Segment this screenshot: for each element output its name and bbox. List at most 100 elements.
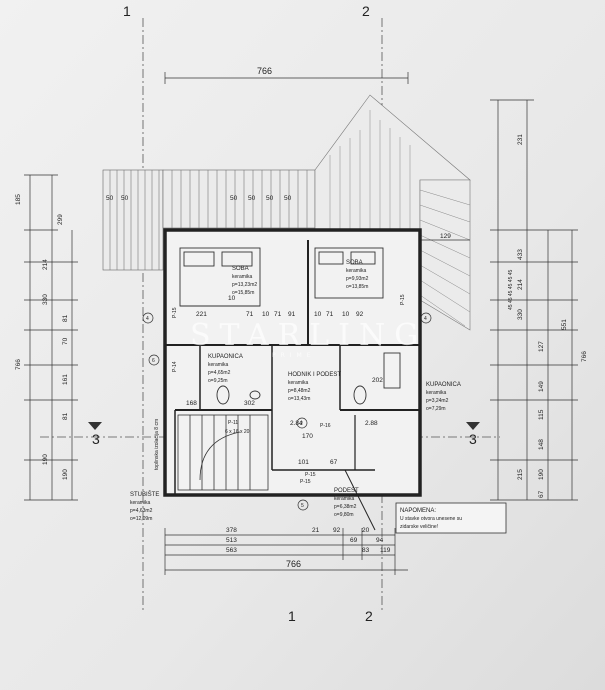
room-perimeter: o=13,85m	[346, 284, 368, 290]
dim-bottom-513: 513	[226, 537, 237, 544]
marker-4-label: 4	[146, 316, 149, 322]
note-line-1: U stavke otvora unesene su	[400, 516, 462, 522]
dim-right-7: 149	[538, 381, 545, 392]
roof-dim-5: 50	[266, 195, 274, 202]
dim-left-4: 330	[42, 294, 49, 305]
dim-right-9: 148	[538, 439, 545, 450]
roof-dim-3: 50	[230, 195, 238, 202]
dim-bottom-119: 119	[380, 547, 391, 554]
axis-label-bottom-1: 1	[288, 608, 296, 624]
room-podest: PODEST keramika p=6,38m2 o=9,80m	[334, 488, 359, 518]
section-label-left: 3	[92, 431, 100, 447]
dim-interior-5: 91	[288, 311, 296, 318]
insulation-note: toplinska izolacija 8 cm	[154, 419, 160, 470]
watermark: STARLING PRIME	[190, 318, 427, 359]
room-hodnik: HODNIK I PODEST keramika p=8,48m2 o=13,4…	[288, 372, 341, 402]
furniture	[179, 247, 401, 405]
room-name: KUPAONICA	[426, 382, 461, 388]
dim-left-10: 190	[62, 469, 69, 480]
marker-4b-label: 4	[424, 316, 427, 322]
room-floor: keramika	[232, 274, 253, 280]
note-line-2: zidarske veličine!	[400, 524, 438, 530]
dim-interior-1: 221	[196, 311, 207, 318]
room-area: p=8,48m2	[288, 388, 311, 394]
window-label-4: P-15	[300, 479, 311, 485]
dim-bottom-20: 20	[362, 527, 370, 534]
note-box: NAPOMENA: U stavke otvora unesene su zid…	[395, 502, 507, 534]
dim-bottom-378: 378	[226, 527, 237, 534]
marker-4: 4	[142, 312, 154, 324]
roof-dim-6: 50	[284, 195, 292, 202]
dim-interior-7: 71	[326, 311, 334, 318]
dim-interior-13: 302	[244, 400, 255, 407]
dim-interior-3: 10	[262, 311, 270, 318]
dim-right-11: 67	[538, 490, 545, 498]
room-stubiste: STUBIŠTE keramika p=4,63m2 o=12,09m	[130, 491, 159, 522]
dim-right-4: 330	[517, 309, 524, 320]
dim-left-5: 190	[42, 454, 49, 465]
dim-interior-14: 202	[372, 377, 383, 384]
dim-interior-6: 10	[314, 311, 322, 318]
dim-right-5: 215	[517, 469, 524, 480]
room-soba-2: SOBA keramika p=9,93m2 o=13,85m	[346, 260, 369, 290]
dim-bottom-92: 92	[333, 527, 341, 534]
dim-right-overall-a: 551	[561, 319, 568, 330]
room-soba-1: SOBA keramika p=13,23m2 o=15,85m	[232, 266, 257, 296]
roof-dim-4: 50	[248, 195, 256, 202]
room-perimeter: o=12,09m	[130, 516, 152, 522]
room-kupaonica-1: KUPAONICA keramika p=4,65m2 o=9,25m	[208, 354, 243, 384]
roof-left	[102, 169, 316, 271]
room-name: SOBA	[232, 266, 249, 272]
dim-bottom-69: 69	[350, 537, 358, 544]
dim-left-9: 81	[62, 412, 69, 420]
dim-interior-20: 10	[228, 295, 236, 302]
room-name: STUBIŠTE	[130, 491, 159, 498]
marker-5-label: 5	[301, 503, 304, 509]
room-floor: keramika	[288, 380, 309, 386]
dim-right-1: 231	[517, 134, 524, 145]
dim-right-10: 190	[538, 469, 545, 480]
room-floor: keramika	[346, 268, 367, 274]
dim-interior-19: 2.88	[365, 420, 378, 427]
dim-interior-16: 101	[298, 459, 309, 466]
dim-ridge-marks: 45 45 45 45 45 45	[508, 269, 514, 310]
window-label-2: P-15	[400, 294, 406, 305]
dim-right-2: 433	[517, 249, 524, 260]
dim-interior-9: 92	[356, 311, 364, 318]
dim-right-3: 214	[517, 279, 524, 290]
dim-left-3: 214	[42, 259, 49, 270]
window-label-3: P-14	[172, 361, 178, 372]
room-floor: keramika	[334, 496, 355, 502]
room-area: p=4,65m2	[208, 370, 231, 376]
section-label-right: 3	[469, 431, 477, 447]
dim-bottom-563: 563	[226, 547, 237, 554]
room-perimeter: o=9,25m	[208, 378, 228, 384]
window-label-6: P-11	[228, 420, 238, 426]
marker-4b: 4	[420, 312, 432, 324]
roof-dormer-hatch	[329, 110, 471, 327]
axis-label-top-1: 1	[123, 3, 131, 19]
window-label-7: P-15	[305, 472, 316, 478]
dim-bottom-21: 21	[312, 527, 320, 534]
room-floor: keramika	[426, 390, 447, 396]
section-arrows	[88, 422, 480, 430]
dim-top-overall: 766	[257, 66, 272, 76]
dim-left-2: 299	[57, 214, 64, 225]
room-perimeter: o=15,85m	[232, 290, 254, 296]
room-area: p=4,63m2	[130, 508, 153, 514]
dim-left-8: 161	[62, 374, 69, 385]
watermark-brand: STARLING	[190, 318, 427, 353]
dim-right-overall-b: 766	[581, 351, 588, 362]
stair-label: 6 x 16 x 20	[225, 429, 250, 435]
room-floor: keramika	[208, 362, 229, 368]
dim-interior-4: 71	[274, 311, 282, 318]
dim-bottom-94: 94	[376, 537, 384, 544]
room-area: p=9,93m2	[346, 276, 369, 282]
room-area: p=6,38m2	[334, 504, 357, 510]
axis-label-top-2: 2	[362, 3, 370, 19]
dim-left-1: 185	[15, 194, 22, 205]
dimension-lines-right	[490, 99, 578, 501]
dim-interior-8: 10	[342, 311, 350, 318]
room-perimeter: o=9,80m	[334, 512, 354, 518]
